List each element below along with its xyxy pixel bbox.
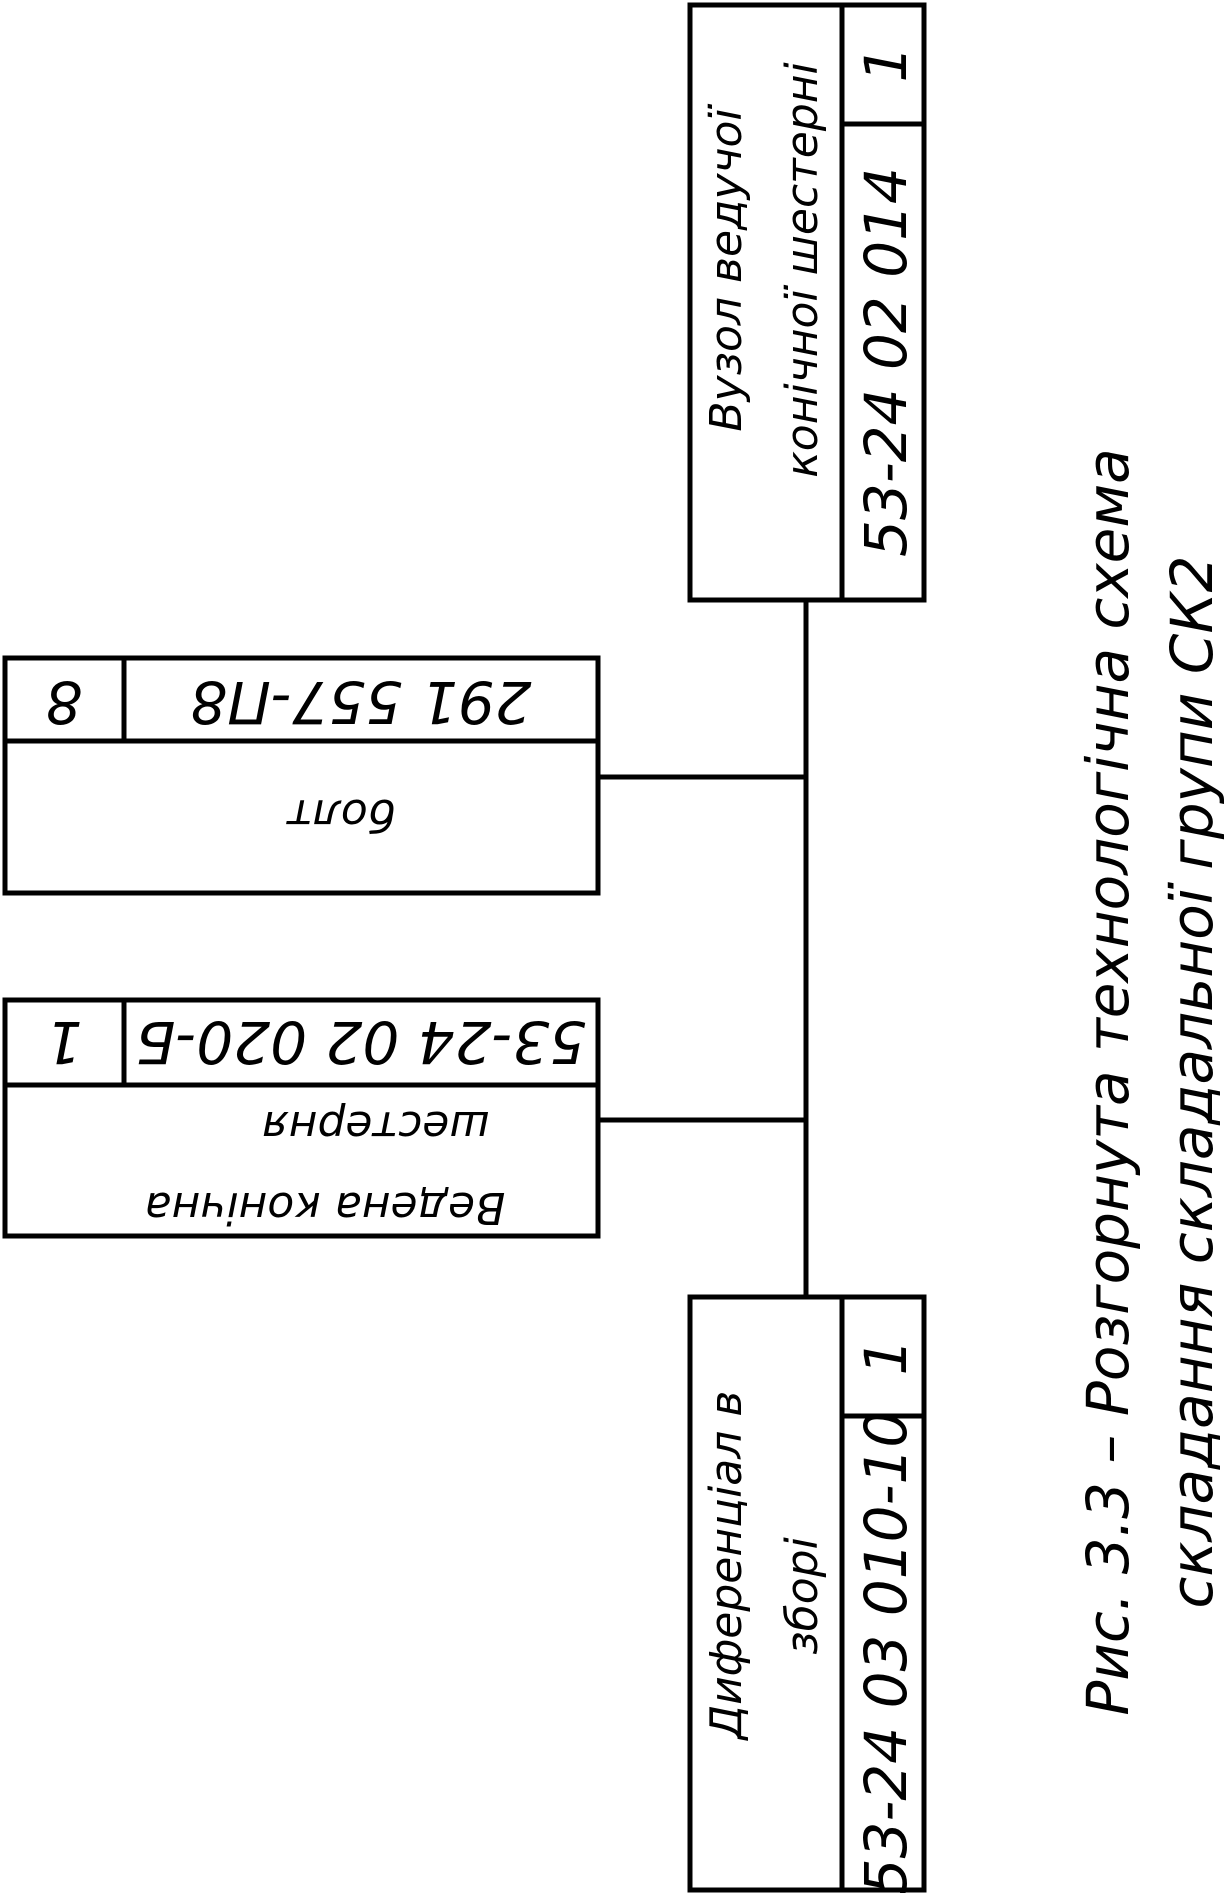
part-box-bevel-gear: 53-24 02 020-Б 1 Ведена конічна шестерня xyxy=(2,997,601,1239)
result-unit-code: 53-24 02 014 xyxy=(852,167,920,557)
part-bevel-gear-name-line1: Ведена конічна xyxy=(145,1182,506,1233)
part-bolt-qty: 8 xyxy=(46,668,83,736)
base-unit-code: 53-24 03 010-10 xyxy=(852,1411,920,1893)
part-bolt-name: болт xyxy=(286,789,395,840)
part-bolt-code: 291 557-П8 xyxy=(190,668,531,736)
result-unit-box: Вузол ведучої конічної шестерні 53-24 02… xyxy=(687,2,927,603)
part-bevel-gear-qty: 1 xyxy=(46,1008,83,1076)
base-unit-name-line1: Диференціал в xyxy=(701,1391,752,1742)
part-bevel-gear-code: 53-24 02 020-Б xyxy=(136,1008,587,1076)
base-unit-name-line2: зборі xyxy=(777,1536,828,1654)
result-unit-qty: 1 xyxy=(852,46,920,83)
figure-caption-line1: Рис. 3.3 – Розгорнута технологічна схема xyxy=(1074,448,1142,1715)
figure-caption-line2: складання складальної групи СК2 xyxy=(1158,556,1226,1609)
part-bevel-gear-name-line2: шестерня xyxy=(262,1101,489,1152)
base-unit-qty: 1 xyxy=(852,1339,920,1376)
part-box-bolt: 291 557-П8 8 болт xyxy=(2,655,601,896)
result-unit-name-line1: Вузол ведучої xyxy=(701,104,752,432)
result-unit-name-line2: конічної шестерні xyxy=(777,61,828,477)
base-unit-box: Диференціал в зборі 53-24 03 010-10 1 xyxy=(687,1294,927,1893)
